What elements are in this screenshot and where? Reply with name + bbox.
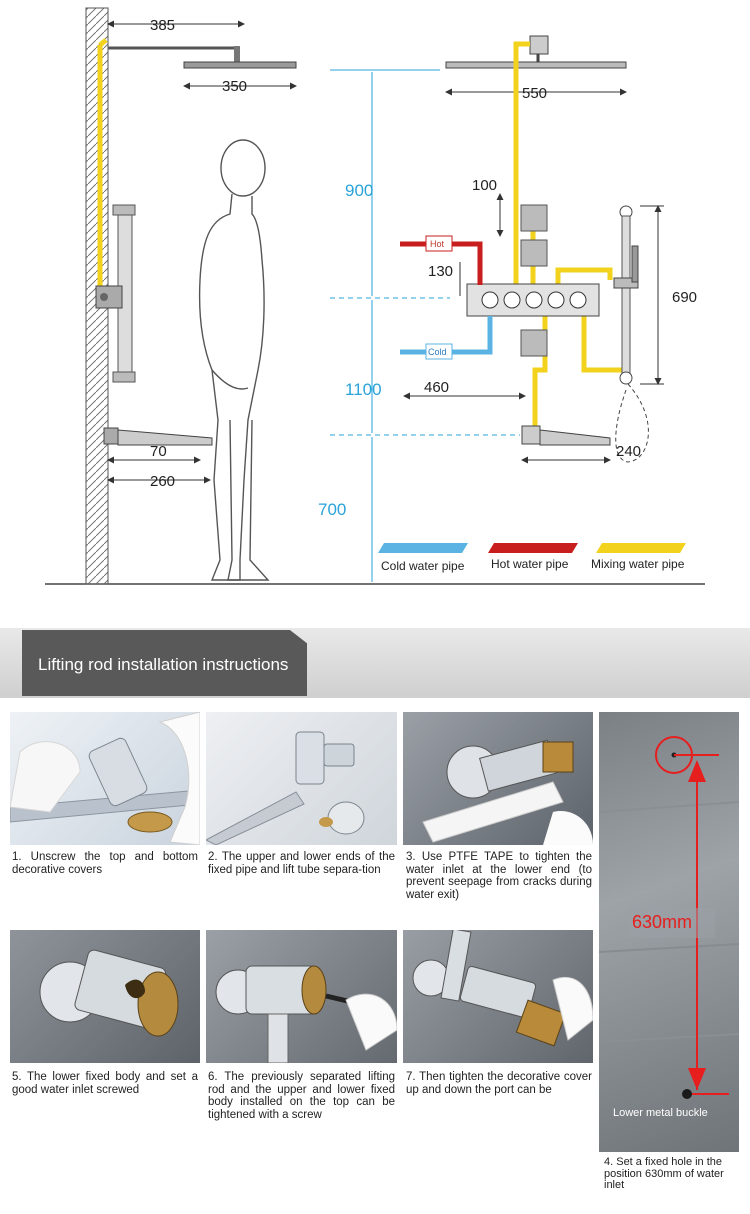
dim-385: 385	[150, 17, 175, 34]
step-6-photo	[206, 930, 397, 1063]
left-shower-head	[108, 46, 297, 69]
dim-130: 130	[428, 263, 453, 280]
measure-label: 630mm	[632, 912, 693, 932]
human-figure-outline	[198, 139, 270, 581]
step-1-photo	[10, 712, 200, 845]
step-2-photo	[206, 712, 397, 845]
step-5-photo	[10, 930, 200, 1063]
legend-mixing: Mixing water pipe	[591, 557, 685, 571]
dim-900: 900	[345, 181, 373, 200]
step-3-photo	[403, 712, 593, 845]
hot-tag: Hot	[430, 239, 445, 249]
dim-460: 460	[424, 379, 449, 396]
step-7-caption: 7. Then tighten the decorative cover up …	[406, 1071, 592, 1096]
step-2-caption: 2. The upper and lower ends of the fixed…	[208, 851, 395, 876]
height-reference-lines	[330, 69, 520, 582]
hand-shower-rail	[613, 205, 649, 463]
step-6-caption: 6. The previously separated lifting rod …	[208, 1071, 395, 1121]
thermostatic-valve	[466, 283, 600, 317]
body-jets	[520, 204, 548, 357]
dim-700: 700	[318, 500, 346, 519]
step-5-caption: 5. The lower fixed body and set a good w…	[12, 1071, 198, 1096]
banner-fine-print	[38, 682, 288, 688]
dim-1100: 1100	[345, 380, 382, 399]
dim-70: 70	[150, 443, 167, 460]
cold-tag: Cold	[428, 347, 447, 357]
section-title: Lifting rod installation instructions	[38, 655, 289, 674]
left-tub-spout	[103, 427, 213, 446]
legend-cold: Cold water pipe	[381, 559, 465, 573]
step-1-caption: 1. Unscrew the top and bottom decorative…	[12, 851, 198, 876]
pipe-legend: Cold water pipe Hot water pipe Mixing wa…	[378, 543, 686, 573]
right-tub-spout	[521, 425, 611, 446]
left-lift-rail	[95, 204, 136, 383]
step-7-photo	[403, 930, 593, 1063]
dim-690: 690	[672, 289, 697, 306]
installation-dimension-diagram: 385 350 70 260 900 1100 700 550	[45, 7, 705, 585]
right-overhead-shower	[445, 35, 627, 69]
step-4-photo: 630mm Lower metal buckle	[599, 712, 739, 1152]
step-3-caption: 3. Use PTFE TAPE to tighten the water in…	[406, 851, 592, 901]
step-4-caption: 4. Set a fixed hole in the position 630m…	[604, 1156, 724, 1191]
legend-hot: Hot water pipe	[491, 557, 569, 571]
dim-350: 350	[222, 78, 247, 95]
section-banner: Lifting rod installation instructions	[0, 628, 750, 698]
dim-550: 550	[522, 85, 547, 102]
lower-metal-buckle-label: Lower metal buckle	[613, 1107, 708, 1119]
dim-100: 100	[472, 177, 497, 194]
dim-240: 240	[616, 443, 641, 460]
dim-260: 260	[150, 473, 175, 490]
